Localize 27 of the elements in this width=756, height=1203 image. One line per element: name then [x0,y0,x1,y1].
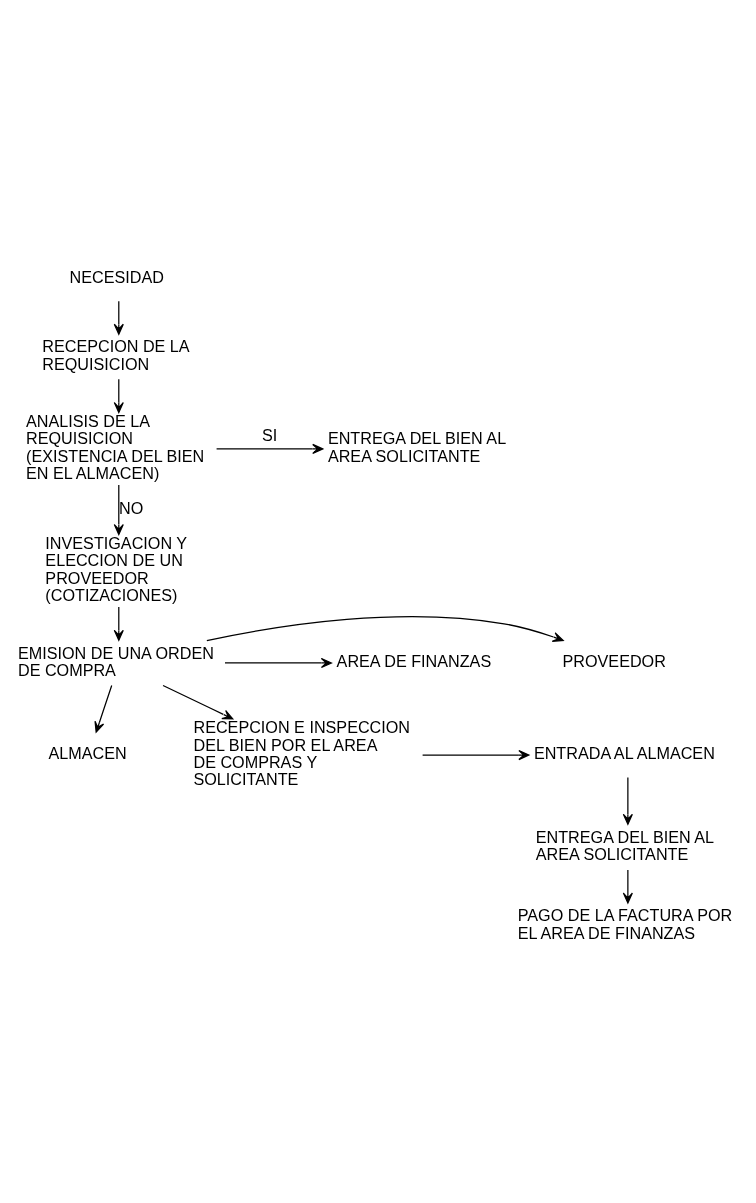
arrow [622,776,633,825]
edge-label: NO [119,498,144,517]
node-text: ENTRADA AL ALMACEN [533,743,715,762]
node-text: RECEPCION DE LA REQUISICION [42,336,190,373]
arrow [113,378,124,413]
node-text: NECESIDAD [69,267,164,286]
arrow [113,483,124,535]
node-text: ANALISIS DE LA REQUISICION (EXISTENCIA DEL BIEN EN EL ALMACEN) [26,411,205,482]
arrow [206,615,564,642]
node-text: RECEPCION E INSPECCION DEL BIEN POR EL AREA DE COMPRAS Y SOLICITANTE [193,717,411,788]
arrow [224,657,332,668]
arrow [162,684,234,720]
arrow [113,605,124,641]
node-text: ALMACEN [48,743,127,762]
arrow [215,443,324,454]
arrow [622,868,633,904]
node-text: INVESTIGACION Y ELECCION DE UN PROVEEDOR (COTIZACIONES) [45,533,188,604]
arrow [422,749,530,760]
node-text: AREA DE FINANZAS [336,651,492,670]
node-text: ENTREGA DEL BIEN AL AREA SOLICITANTE [327,428,507,465]
node-text: EMISION DE UNA ORDEN DE COMPRA [17,643,214,679]
node-text: PROVEEDOR [562,651,666,670]
node-text: ENTREGA DEL BIEN AL AREA SOLICITANTE [535,827,715,863]
edge-label: SI [262,425,278,444]
node-text: PAGO DE LA FACTURA POR EL AREA DE FINANZAS [517,905,733,942]
arrow [94,684,113,733]
arrow [113,300,124,335]
